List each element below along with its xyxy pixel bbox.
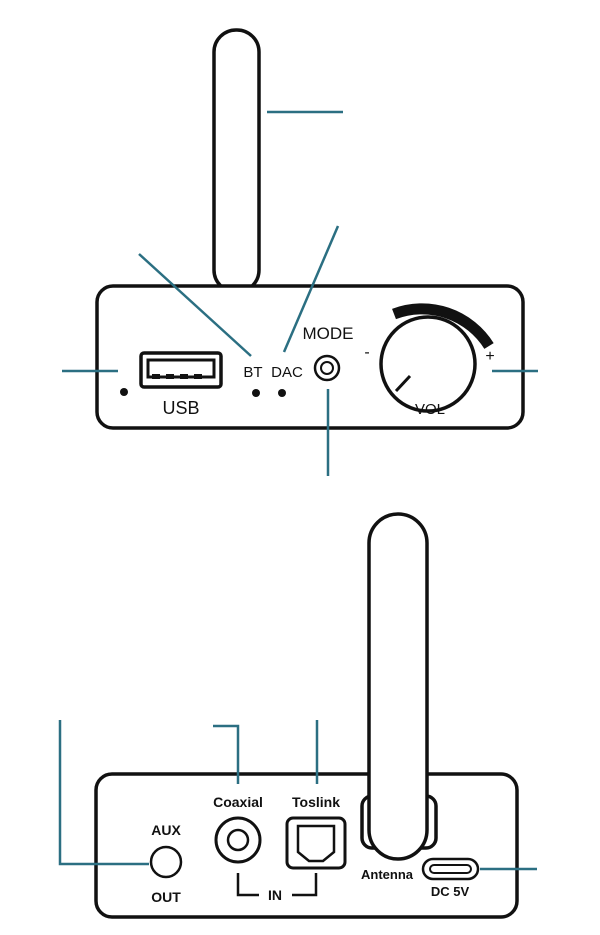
antenna-label: Antenna [361,867,414,882]
callout-dac-led [282,225,340,353]
vol-plus-label: + [485,348,494,365]
dc-5v-port [421,857,480,881]
power-led [120,388,128,396]
coaxial-label: Coaxial [213,794,263,810]
back-callouts [58,720,537,871]
volume-knob [379,315,477,413]
callout-coaxial [213,724,240,784]
usb-label: USB [162,398,199,418]
aux-out-jack [149,845,183,879]
bt-label: BT [243,364,262,381]
dac-label: DAC [271,364,303,381]
coaxial-jack [214,816,262,864]
dac-led [278,389,286,397]
callout-bt-led [138,253,252,357]
back-view: AUX OUT Coaxial Toslink IN Antenna DC 5V [58,512,537,919]
toslink-port [285,816,347,870]
mode-button [313,354,341,382]
in-bracket [236,873,318,897]
in-label: IN [268,887,282,903]
dc-5v-label: DC 5V [431,884,470,899]
front-antenna [212,28,261,294]
back-antenna [367,512,429,861]
callout-aux-out [58,720,149,866]
vol-minus-label: - [364,344,369,361]
vol-label: VOL [415,401,445,418]
front-view: USB BT DAC MODE - + VOL [62,28,538,476]
aux-label: AUX [151,822,181,838]
front-callouts [62,110,538,476]
usb-port [139,351,223,389]
bt-led [252,389,260,397]
toslink-label: Toslink [292,794,340,810]
mode-label: MODE [303,324,354,343]
out-label: OUT [151,889,181,905]
volume-arc [392,303,494,350]
